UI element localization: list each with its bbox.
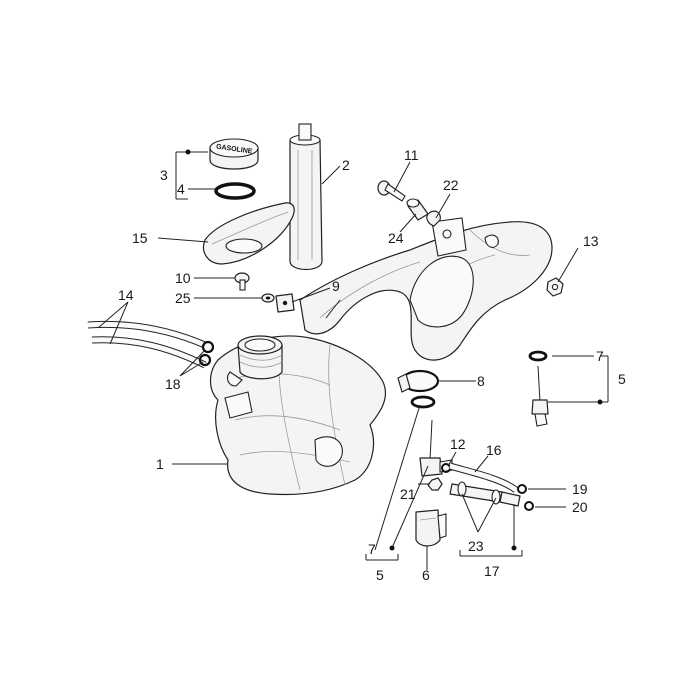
callout-18: 18 bbox=[165, 376, 181, 392]
bolt-11 bbox=[377, 180, 406, 202]
callout-25: 25 bbox=[175, 290, 191, 306]
callout-17: 17 bbox=[484, 563, 500, 579]
callout-6: 6 bbox=[422, 567, 430, 583]
filler-neck bbox=[227, 335, 283, 387]
callout-22: 22 bbox=[443, 177, 459, 193]
clamp-20 bbox=[524, 501, 534, 511]
callout-11: 11 bbox=[404, 147, 419, 163]
fuel-tank bbox=[209, 335, 387, 496]
hose-clamp-8 bbox=[397, 369, 440, 393]
callout-labels: 1 2 3 4 15 10 25 9 14 18 11 22 24 13 8 7… bbox=[118, 147, 626, 583]
cap-seal-ring bbox=[214, 182, 256, 200]
callout-2: 2 bbox=[342, 157, 350, 173]
callout-16: 16 bbox=[486, 442, 502, 458]
callout-14: 14 bbox=[118, 287, 134, 303]
callout-5-bottom: 5 bbox=[376, 567, 384, 583]
callout-23: 23 bbox=[468, 538, 484, 554]
fuel-hose bbox=[448, 462, 519, 493]
nut-21 bbox=[427, 477, 443, 491]
filler-tube bbox=[289, 123, 323, 271]
callout-1: 1 bbox=[156, 456, 164, 472]
callout-3: 3 bbox=[160, 167, 168, 183]
callout-21: 21 bbox=[400, 486, 416, 502]
fuel-cap: GASOLINE bbox=[209, 138, 259, 170]
vent-hoses bbox=[87, 320, 207, 369]
callout-9: 9 bbox=[332, 278, 340, 294]
callout-10: 10 bbox=[175, 270, 191, 286]
callout-7-bottom: 7 bbox=[368, 541, 376, 557]
screw-10 bbox=[234, 272, 250, 291]
washer-25 bbox=[261, 293, 275, 303]
callout-7-right: 7 bbox=[596, 348, 604, 364]
fuel-level-sensor bbox=[528, 350, 549, 427]
callout-8: 8 bbox=[477, 373, 485, 389]
callout-15: 15 bbox=[132, 230, 148, 246]
callout-4: 4 bbox=[177, 181, 185, 197]
callout-13: 13 bbox=[583, 233, 599, 249]
tank-frame-bracket bbox=[299, 217, 553, 361]
hose-clamps-18 bbox=[198, 340, 215, 367]
callout-5-right: 5 bbox=[618, 371, 626, 387]
spring-nut-22 bbox=[426, 210, 441, 227]
callout-24: 24 bbox=[388, 230, 404, 246]
spacer-24 bbox=[406, 198, 429, 221]
callout-12: 12 bbox=[450, 436, 466, 452]
nut-13 bbox=[546, 277, 564, 297]
filter-holder bbox=[415, 509, 447, 547]
filler-tray bbox=[202, 202, 295, 265]
fuel-filter bbox=[449, 481, 521, 507]
clamp-19 bbox=[517, 484, 527, 494]
callout-20: 20 bbox=[572, 499, 588, 515]
callout-19: 19 bbox=[572, 481, 588, 497]
leader-lines bbox=[97, 149, 609, 570]
clip-9 bbox=[275, 293, 295, 313]
